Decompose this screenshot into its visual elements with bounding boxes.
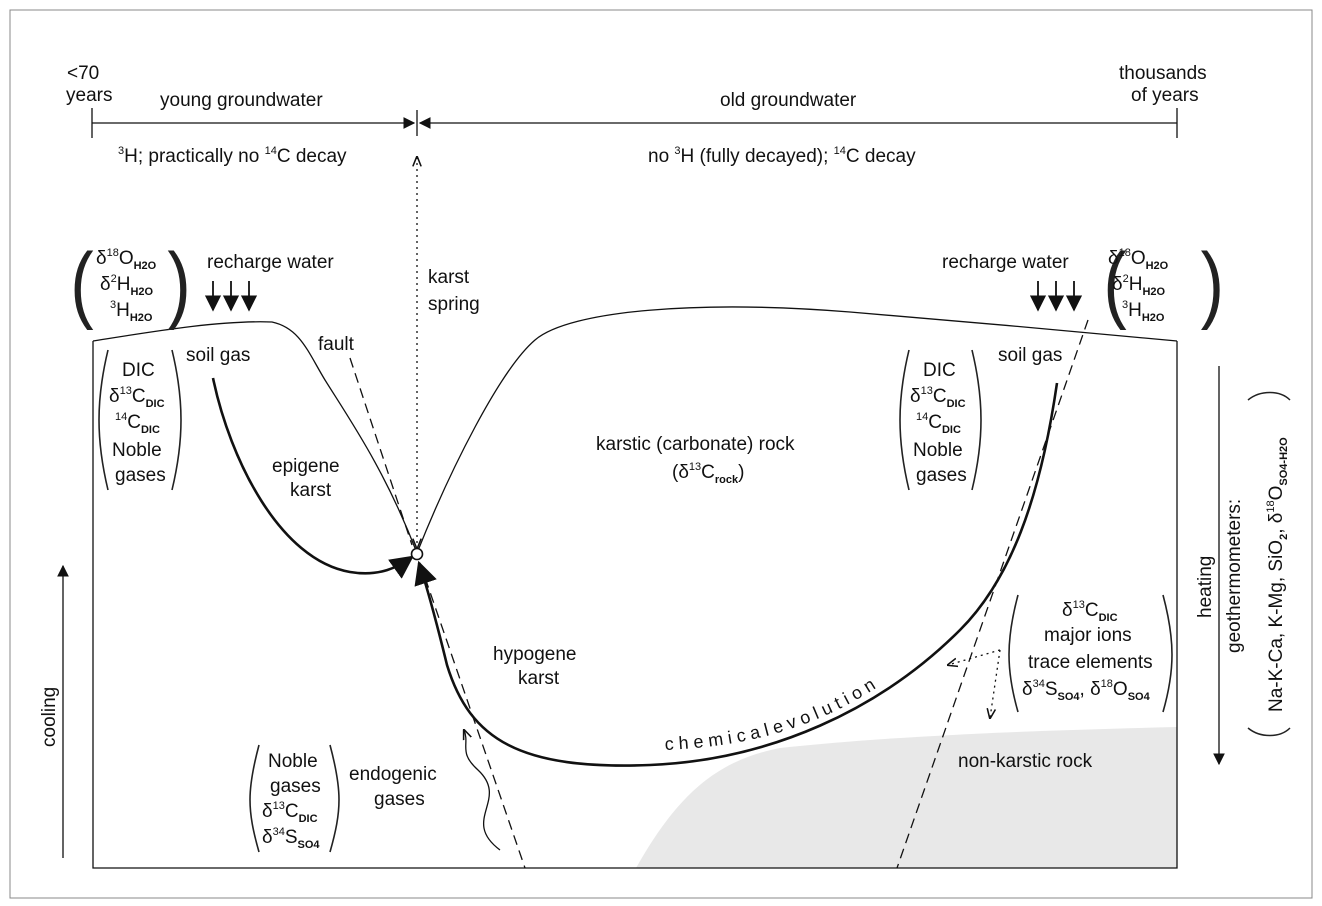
old-tracer-text: no 3H (fully decayed); 14C decay: [648, 145, 916, 167]
svg-text:): ): [167, 235, 190, 331]
endogenic-gases-label-1: endogenic: [349, 764, 437, 785]
soil-gases-right: gases: [916, 465, 967, 486]
young-groundwater-label: young groundwater: [160, 90, 323, 111]
iso-h3-left: 3HH2O: [110, 299, 153, 324]
soil-noble-right: Noble: [913, 440, 963, 461]
karstic-rock-isotope: (δ13Crock): [672, 461, 744, 486]
land-surface: [92, 306, 1178, 555]
figure-frame: [9, 9, 1313, 899]
non-karstic-rock-area: [636, 727, 1177, 868]
deep-major-ions: major ions: [1044, 625, 1132, 646]
soil-dic-right: DIC: [923, 360, 956, 381]
soil-c14-left: 14CDIC: [115, 411, 160, 436]
recharge-isotopes-left: ( ) δ18OH2O δ2HH2O 3HH2O: [70, 235, 191, 331]
soil-c14-right: 14CDIC: [916, 411, 961, 436]
timeline-right-line2: of years: [1131, 85, 1199, 106]
soil-tracers-right: DIC δ13CDIC 14CDIC Noble gases: [899, 349, 982, 491]
epigene-karst-label-2: karst: [290, 480, 332, 501]
geology-block: [92, 157, 1178, 869]
endo-d34s: δ34SSO4: [262, 826, 320, 851]
iso-h2-right: δ2HH2O: [1112, 273, 1165, 298]
karstic-rock-label: karstic (carbonate) rock: [596, 434, 795, 455]
age-timeline: <70 years thousands of years young groun…: [66, 63, 1207, 167]
timeline-right-line1: thousands: [1119, 63, 1207, 84]
recharge-arrows-left: [204, 281, 258, 312]
cooling-label: cooling: [39, 687, 60, 747]
endo-d13c: δ13CDIC: [262, 800, 318, 825]
fault-label: fault: [318, 334, 355, 355]
endo-gases: gases: [270, 776, 321, 797]
iso-o18-left: δ18OH2O: [96, 247, 157, 272]
recharge-isotopes-right: ( ) δ18OH2O δ2HH2O 3HH2O: [1103, 235, 1224, 331]
geothermometers-list: Na-K-Ca, K-Mg, SiO2, δ18OSO4-H2O: [1265, 437, 1290, 712]
iso-h3-right: 3HH2O: [1122, 299, 1165, 324]
soil-gas-left-label: soil gas: [186, 345, 250, 366]
young-tracer-text: 3H; practically no 14C decay: [118, 145, 347, 167]
heating-label: heating: [1195, 556, 1216, 618]
hypogene-karst-label-1: hypogene: [493, 644, 576, 665]
deep-trace-elements: trace elements: [1028, 652, 1153, 673]
soil-gases-left: gases: [115, 465, 166, 486]
svg-text:(: (: [70, 235, 93, 331]
timeline-left-line1: <70: [67, 63, 99, 84]
geothermometers-paren-bottom: [1247, 727, 1291, 737]
karst-spring-label-1: karst: [428, 267, 470, 288]
soil-tracers-left: DIC δ13CDIC 14CDIC Noble gases: [98, 349, 182, 491]
chemical-evolution-path: [414, 382, 1059, 767]
iso-h2-left: δ2HH2O: [100, 273, 153, 298]
block-outline: [92, 341, 1178, 869]
epigene-flow-path: [211, 377, 414, 579]
deep-d34s-d18o: δ34SSO4, δ18OSO4: [1022, 678, 1151, 703]
deep-tracers: δ13CDIC major ions trace elements δ34SSO…: [1008, 594, 1173, 713]
soil-d13c-right: δ13CDIC: [910, 385, 966, 410]
deep-tracer-dotted-arrow-2: [990, 649, 1001, 718]
endogenic-gases-label-2: gases: [374, 789, 425, 810]
endo-noble: Noble: [268, 751, 318, 772]
svg-text:(: (: [1103, 235, 1126, 331]
soil-d13c-left: δ13CDIC: [109, 385, 165, 410]
epigene-karst-label-1: epigene: [272, 456, 340, 477]
endogenic-tracers: Noble gases δ13CDIC δ34SSO4: [249, 744, 340, 853]
hypogene-karst-label-2: karst: [518, 668, 560, 689]
old-groundwater-label: old groundwater: [720, 90, 857, 111]
endogenic-gas-arrow: [464, 730, 501, 851]
geothermometers-paren-top: [1247, 391, 1291, 401]
non-karstic-rock-label: non-karstic rock: [958, 751, 1093, 772]
recharge-water-right-label: recharge water: [942, 252, 1069, 273]
timeline-left-line2: years: [66, 85, 112, 106]
soil-dic-left: DIC: [122, 360, 155, 381]
karst-spring-point: [410, 547, 424, 561]
geothermometers-label: geothermometers:: [1224, 499, 1245, 653]
fault-upper: [349, 357, 413, 546]
recharge-arrows-right: [1029, 281, 1083, 312]
karst-spring-label-2: spring: [428, 294, 480, 315]
recharge-water-left-label: recharge water: [207, 252, 334, 273]
deep-tracer-dotted-arrows: [948, 649, 1001, 665]
soil-noble-left: Noble: [112, 440, 162, 461]
svg-text:): ): [1201, 235, 1224, 331]
soil-gas-right-label: soil gas: [998, 345, 1062, 366]
deep-d13c: δ13CDIC: [1062, 599, 1118, 624]
iso-o18-right: δ18OH2O: [1108, 247, 1169, 272]
fault-right: [896, 319, 1089, 869]
